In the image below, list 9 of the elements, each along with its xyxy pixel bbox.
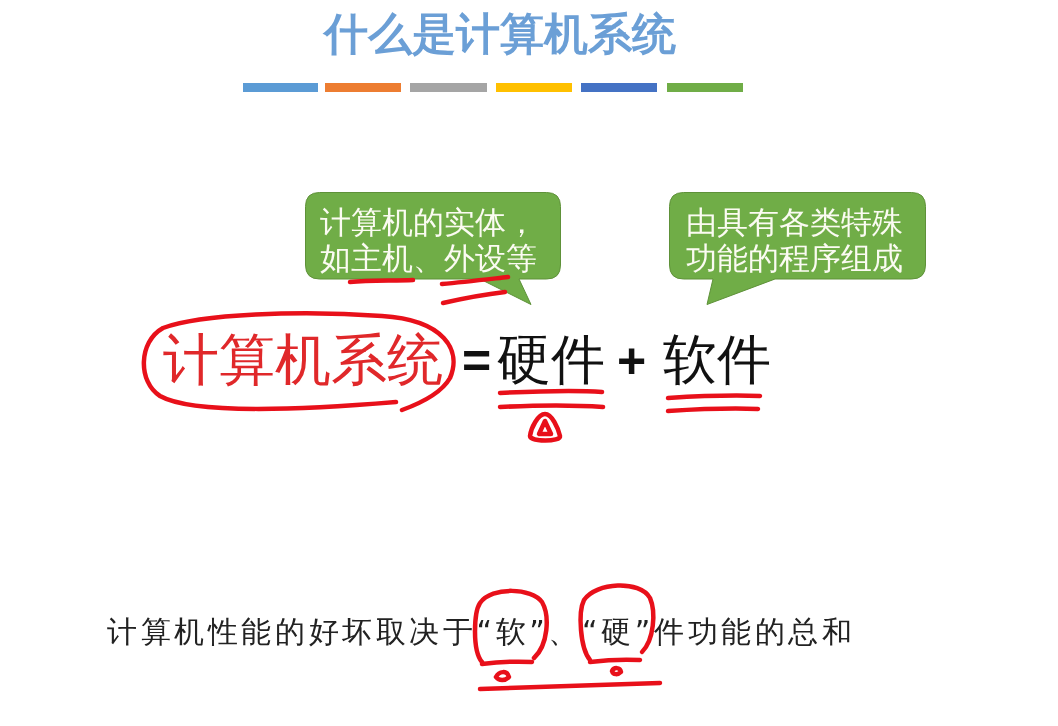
equals-sign: = [462,336,492,386]
equation-term: 计算机系统 [163,332,443,388]
equation-term: 软件 [663,333,771,387]
summary-text: 计算机性能的好坏取决于“软”、“硬”件功能的总和 [107,617,856,647]
callout-bubble: 由具有各类特殊功能的程序组成 [669,192,926,305]
equation-term: 硬件 [497,333,605,387]
slide-title: 什么是计算机系统 [324,12,676,56]
callout-bubble: 计算机的实体，如主机、外设等 [305,192,561,305]
plus-sign: + [617,336,647,386]
